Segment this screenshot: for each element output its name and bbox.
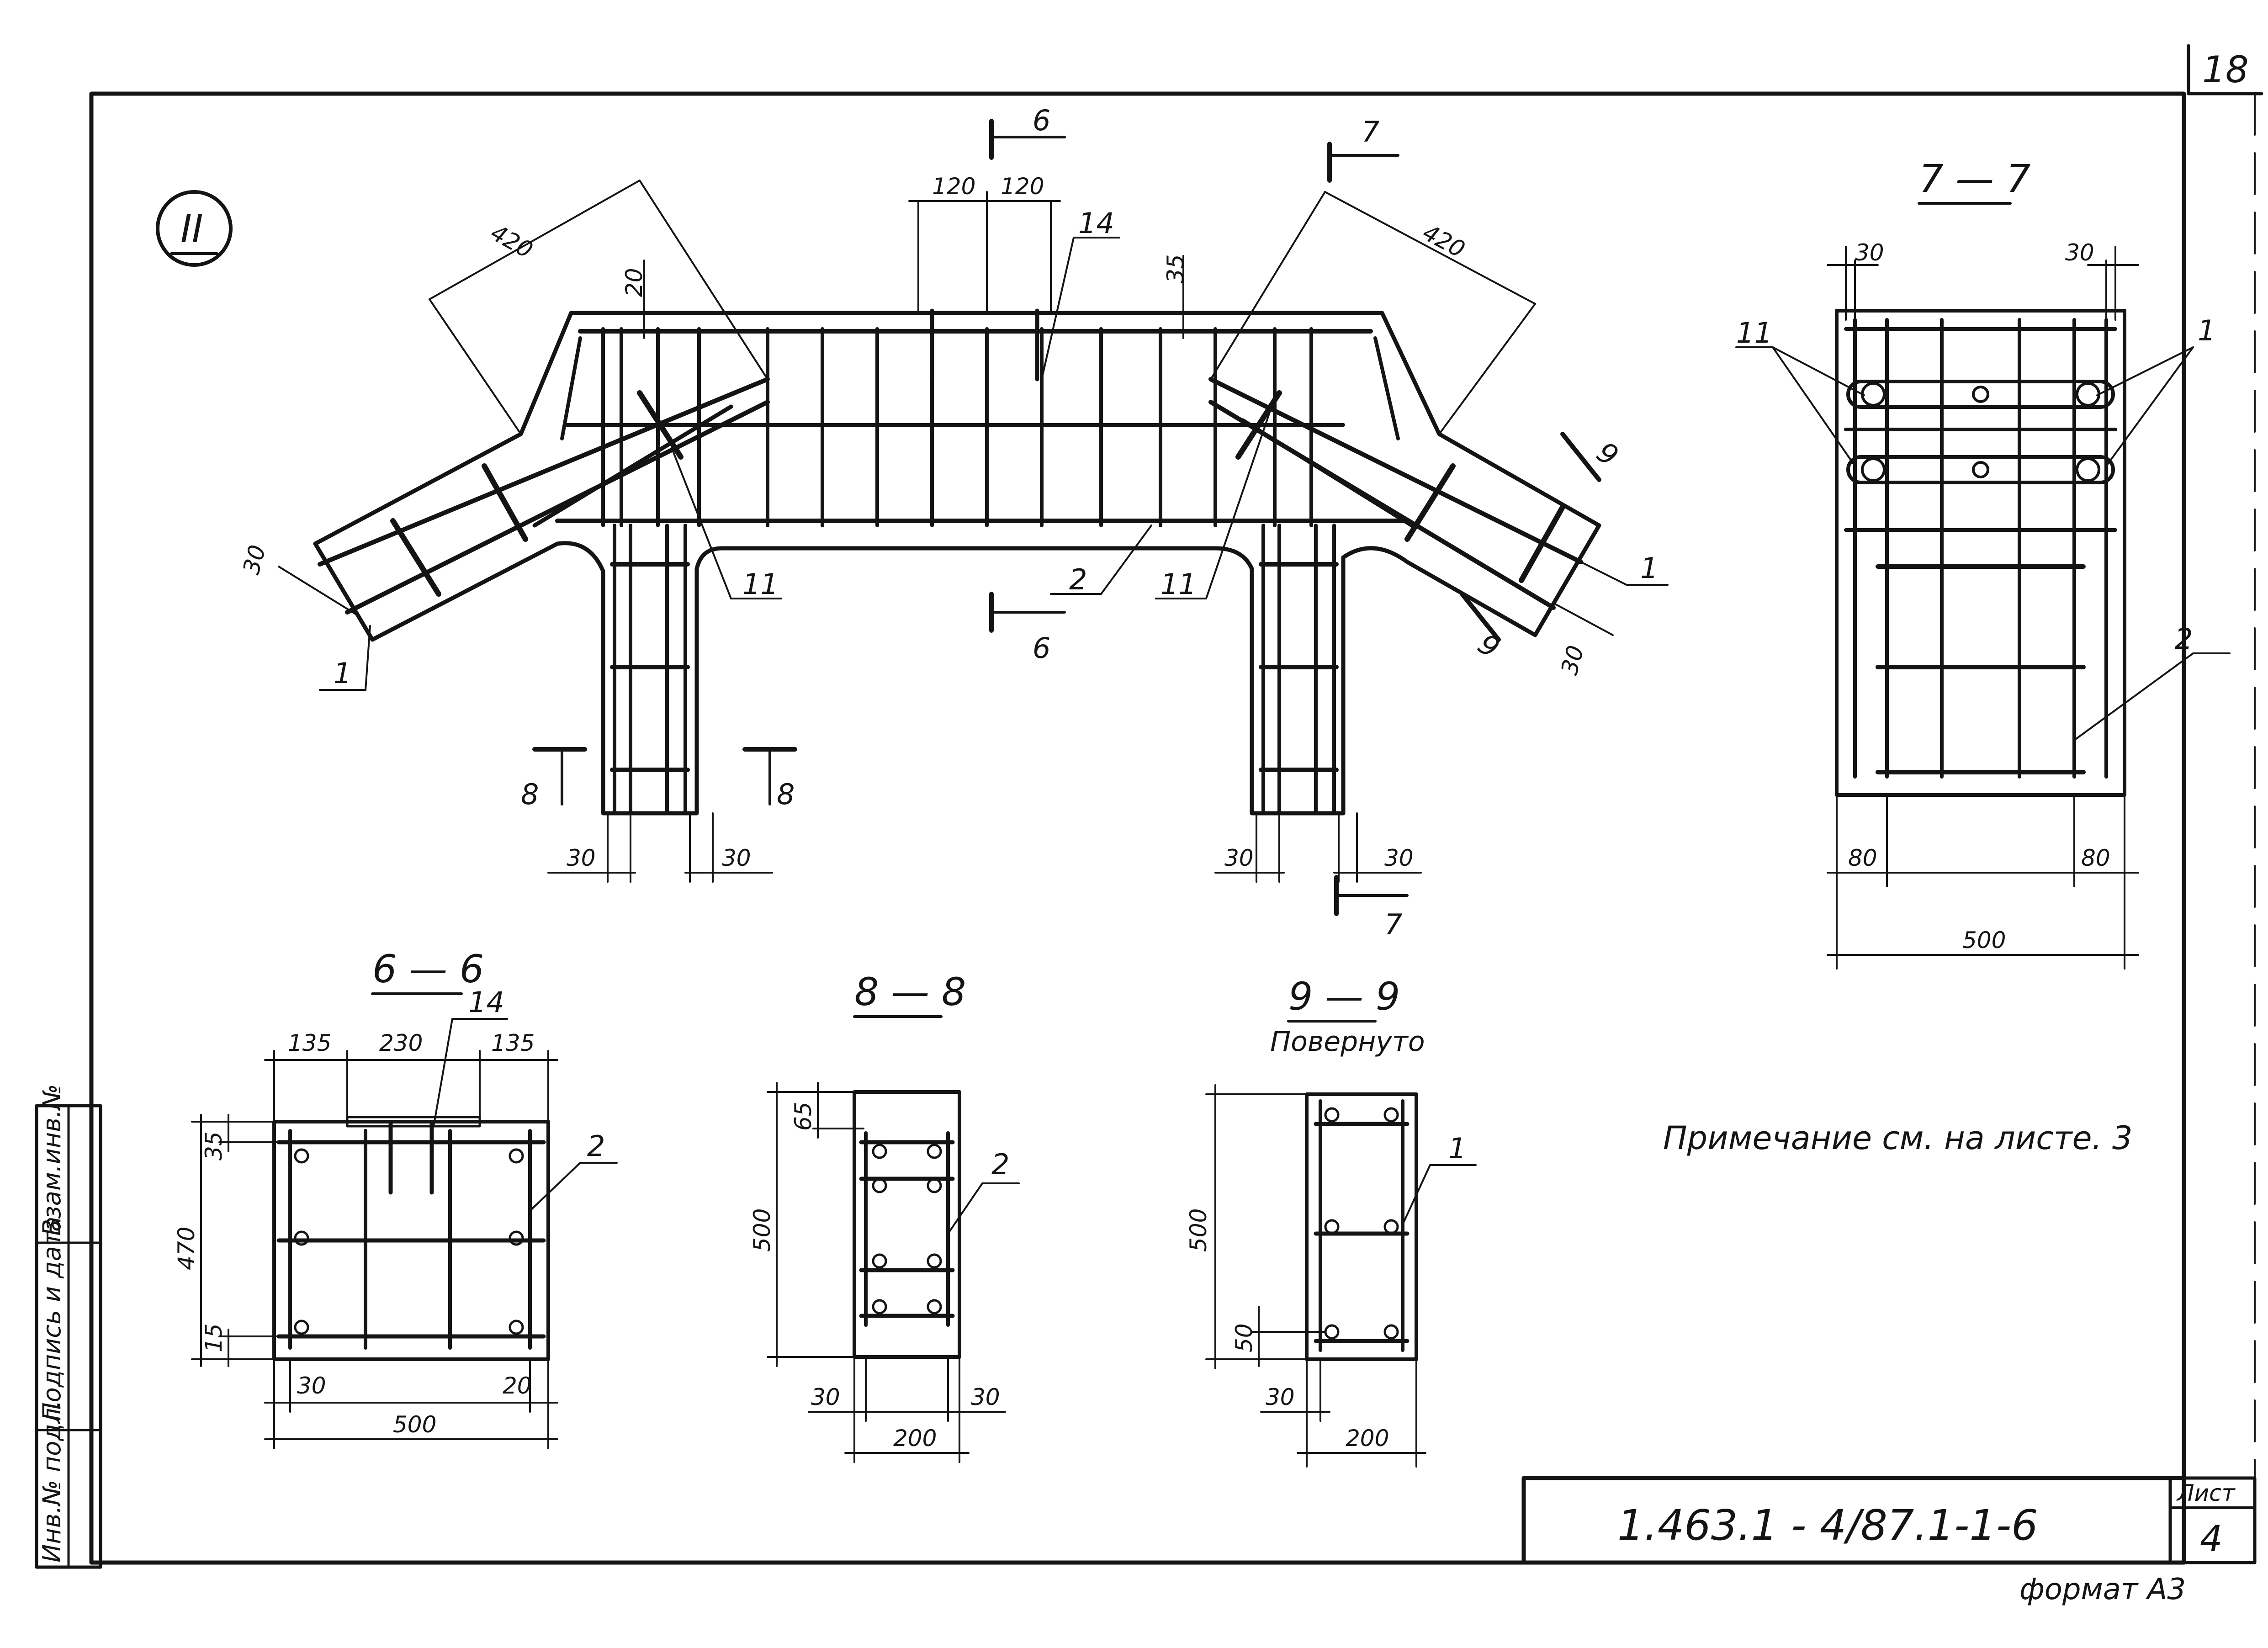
s77-dim-80-left: 80 [1848,845,1877,871]
sheet-frame [89,44,2263,1565]
detail-mark-label: II [180,207,203,251]
sheet-label: Лист [2176,1480,2236,1506]
pos-11-left: 11 [742,567,779,601]
section-9-9-title: 9 — 9 [1288,974,1400,1019]
dim-top-20: 20 [621,268,647,297]
s77-pos-11: 11 [1736,316,1772,350]
cut-8-right: 8 [777,778,795,811]
dim-top-120-left: 120 [932,173,975,200]
cut-8-left: 8 [521,778,539,811]
section-8-8-title: 8 — 8 [854,970,966,1014]
rebar-cage-left-haunch [318,336,770,615]
s99-dim-500: 500 [1185,1208,1212,1252]
detail-mark [156,190,233,267]
s66-dim-470: 470 [173,1227,200,1270]
cut-7-bottom: 7 [1384,908,1402,941]
dim-leg-30-d: 30 [1384,845,1414,871]
title-block [1521,1476,2257,1565]
s66-dim-135-right: 135 [491,1030,535,1056]
s66-pos-2: 2 [587,1129,605,1163]
dim-top-35: 35 [1162,254,1189,283]
pos-14-elevation: 14 [1078,207,1114,240]
section-6-6-drawing [191,1018,618,1449]
sheet-value: 4 [2200,1519,2223,1560]
designation-code: 1.463.1 - 4/87.1-1-6 [1617,1501,2038,1550]
pos-1-right: 1 [1640,551,1658,585]
pos-1-left: 1 [334,657,351,690]
dim-leg-30-b: 30 [722,845,751,871]
note-text: Примечание см. на листе. 3 [1663,1119,2133,1157]
dim-end-30-right: 30 [1556,643,1589,678]
side-stamp: Инв.№ подл. Подпись и дата Взам.инв.№ [35,1084,102,1569]
s66-dim-35: 35 [201,1131,227,1160]
format-label: формат А3 [2019,1573,2186,1606]
section-7-7-drawing [1735,246,2231,970]
s77-dim-500: 500 [1962,927,2006,954]
s99-pos-1: 1 [1448,1132,1466,1165]
s77-dim-80-right: 80 [2081,845,2110,871]
s88-dim-30-left: 30 [811,1384,840,1410]
s99-dim-30: 30 [1266,1384,1295,1410]
elevation-dimension-lines [278,180,1614,883]
section-cut-markers [532,119,1601,916]
rebar-cage-left-column [610,524,690,815]
cut-9-bottom: 9 [1472,627,1505,664]
rebar-cage-right-haunch [1208,336,1583,610]
stamp-inv-no: Инв.№ подл. [37,1400,66,1563]
s66-dim-15: 15 [201,1323,227,1352]
cut-6-bottom: 6 [1033,631,1050,665]
s66-dim-20: 20 [503,1372,532,1399]
pos-2-elevation: 2 [1069,563,1087,596]
rigel-outline [313,311,1601,816]
cut-6-top: 6 [1033,104,1050,137]
s77-dim-30-left: 30 [1855,239,1884,266]
dim-end-30-left: 30 [238,542,271,577]
s88-dim-30-right: 30 [971,1384,1000,1410]
rebar-cage-right-column [1259,524,1339,815]
section-9-9-drawing [1205,1084,1477,1468]
dim-leg-30-c: 30 [1224,845,1254,871]
section-6-6-title: 6 — 6 [372,947,484,991]
elevation-leaders [319,237,1669,691]
s66-dim-500: 500 [393,1411,436,1438]
stamp-replaces-inv: Взам.инв.№ [37,1084,66,1236]
dim-diag-right: 420 [1418,219,1469,263]
s99-dim-50: 50 [1231,1323,1257,1352]
cut-7-top: 7 [1362,115,1379,148]
stamp-signature-date: Подпись и дата [37,1217,66,1421]
cut-9-top: 9 [1590,435,1624,472]
s88-dim-65: 65 [790,1102,816,1131]
s99-dim-200: 200 [1346,1425,1389,1452]
rebar-cage-main [555,308,1410,527]
s66-dim-230: 230 [379,1030,423,1056]
dim-leg-30-a: 30 [567,845,596,871]
dim-top-120-right: 120 [1001,173,1044,200]
section-7-7-title: 7 — 7 [1919,156,2030,201]
s77-pos-2: 2 [2175,622,2193,656]
pos-11-right: 11 [1160,567,1197,601]
s88-pos-2: 2 [991,1148,1009,1181]
s77-dim-30-right: 30 [2065,239,2094,266]
s77-pos-1: 1 [2198,314,2215,347]
section-9-9-subtitle: Повернуто [1270,1026,1425,1058]
s66-dim-30: 30 [297,1372,326,1399]
sheet-number: 18 [2202,48,2249,91]
s66-dim-135-left: 135 [288,1030,331,1056]
s88-dim-200: 200 [893,1425,937,1452]
section-8-8-drawing [767,1082,1020,1463]
s66-pos-14: 14 [468,986,504,1019]
dim-diag-left: 420 [486,219,537,264]
s88-dim-500: 500 [749,1208,775,1252]
